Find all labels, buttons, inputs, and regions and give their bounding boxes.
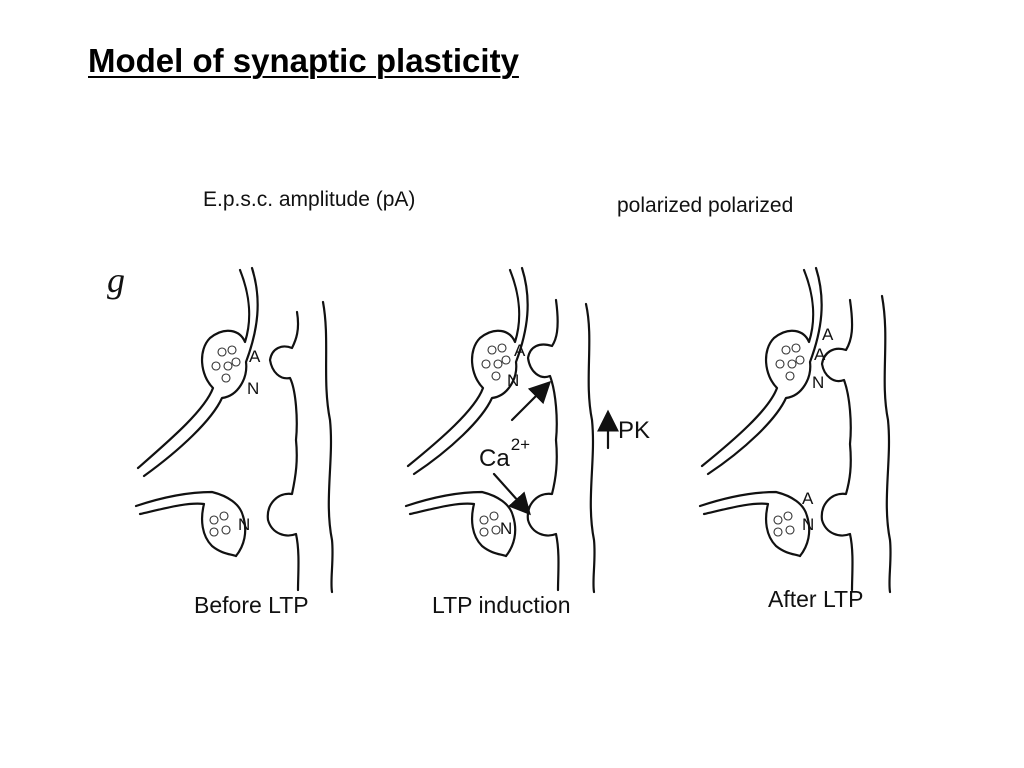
receptor-a-label: A	[249, 347, 261, 366]
receptor-n-label: N	[500, 519, 512, 538]
receptor-n-label: N	[812, 373, 824, 392]
receptor-a-label: A	[802, 489, 814, 508]
receptor-n-label: N	[802, 515, 814, 534]
slide-title: Model of synaptic plasticity	[88, 42, 519, 79]
panel-before-ltp: A N N Before LTP	[134, 266, 334, 618]
receptor-n-label: N	[247, 379, 259, 398]
calcium-charge: 2+	[511, 435, 530, 454]
calcium-symbol: Ca	[479, 445, 510, 472]
protein-kinase-label: PK	[618, 417, 650, 444]
receptor-n-label: N	[507, 371, 519, 390]
panel-letter: g	[107, 260, 125, 300]
receptor-a-label: A	[814, 345, 826, 364]
polarized-label: polarized polarized	[617, 194, 793, 217]
panel-after-ltp: A A N A N After LTP	[698, 266, 892, 612]
receptor-a-label: A	[514, 341, 526, 360]
caption-ltp-induction: LTP induction	[432, 592, 571, 618]
receptor-n-label: N	[238, 515, 250, 534]
panel-ltp-induction: A N N Ca2+ PK LTP induction	[404, 266, 650, 618]
receptor-a-label: A	[822, 325, 834, 344]
caption-after-ltp: After LTP	[768, 586, 863, 612]
caption-before-ltp: Before LTP	[194, 592, 309, 618]
epsc-amplitude-label: E.p.s.c. amplitude (pA)	[203, 188, 415, 211]
calcium-label: Ca2+	[479, 435, 530, 472]
